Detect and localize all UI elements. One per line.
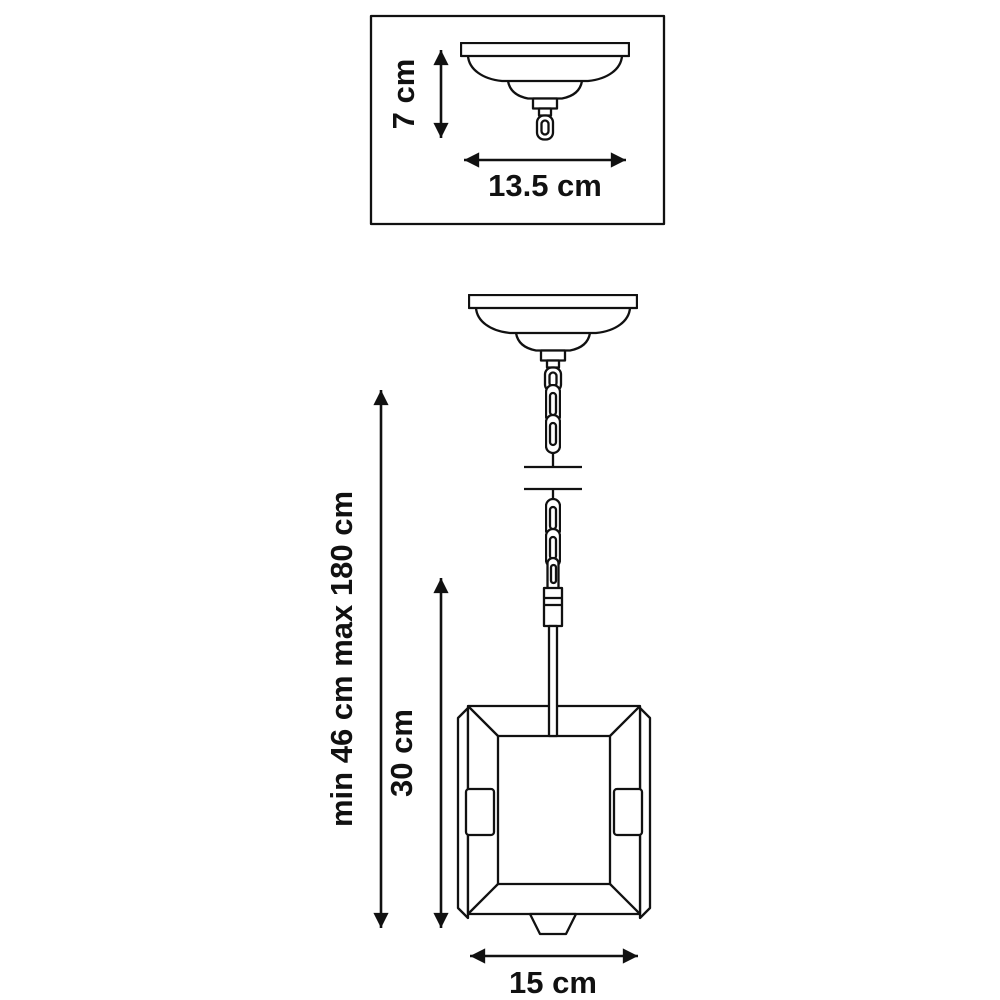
suspension-height-dimension: min 46 cm max 180 cm: [324, 390, 389, 928]
right-side-crystal: [638, 706, 652, 920]
inset-height-dimension: 7 cm: [386, 50, 449, 138]
inset-detail-box: 7 cm 13.5 cm: [369, 14, 666, 226]
inset-height-label: 7 cm: [386, 59, 421, 130]
inset-box-border: [369, 14, 666, 226]
bottom-finial: [528, 912, 578, 936]
ceiling-canopy-drawing: [468, 294, 638, 393]
body-bevel-line: [609, 705, 641, 737]
body-bevel-line: [467, 883, 499, 915]
connector-body: [542, 586, 564, 628]
chain-link: [545, 414, 561, 454]
left-side-clip: [464, 787, 496, 837]
body-height-label: 30 cm: [384, 709, 419, 797]
hanging-rod: [547, 624, 559, 738]
body-bevel-line: [609, 883, 641, 915]
inset-width-label: 13.5 cm: [488, 168, 602, 203]
chain-end-loop-slot: [549, 563, 558, 585]
suspension-height-label: min 46 cm max 180 cm: [324, 491, 359, 827]
pendant-lamp-drawing: [456, 294, 652, 936]
body-height-dimension: 30 cm: [384, 578, 449, 928]
inset-width-dimension: 13.5 cm: [464, 152, 626, 203]
suspension-chain: [524, 384, 582, 594]
body-bevel-line: [467, 705, 499, 737]
body-width-dimension: 15 cm: [470, 948, 638, 1000]
canopy-top-detail-drawing: [460, 42, 630, 141]
lamp-body: [464, 704, 644, 936]
body-width-label: 15 cm: [509, 965, 597, 1000]
left-side-crystal: [456, 706, 470, 920]
body-inner-face: [496, 734, 612, 886]
chain-connector: [542, 586, 564, 628]
right-side-clip: [612, 787, 644, 837]
